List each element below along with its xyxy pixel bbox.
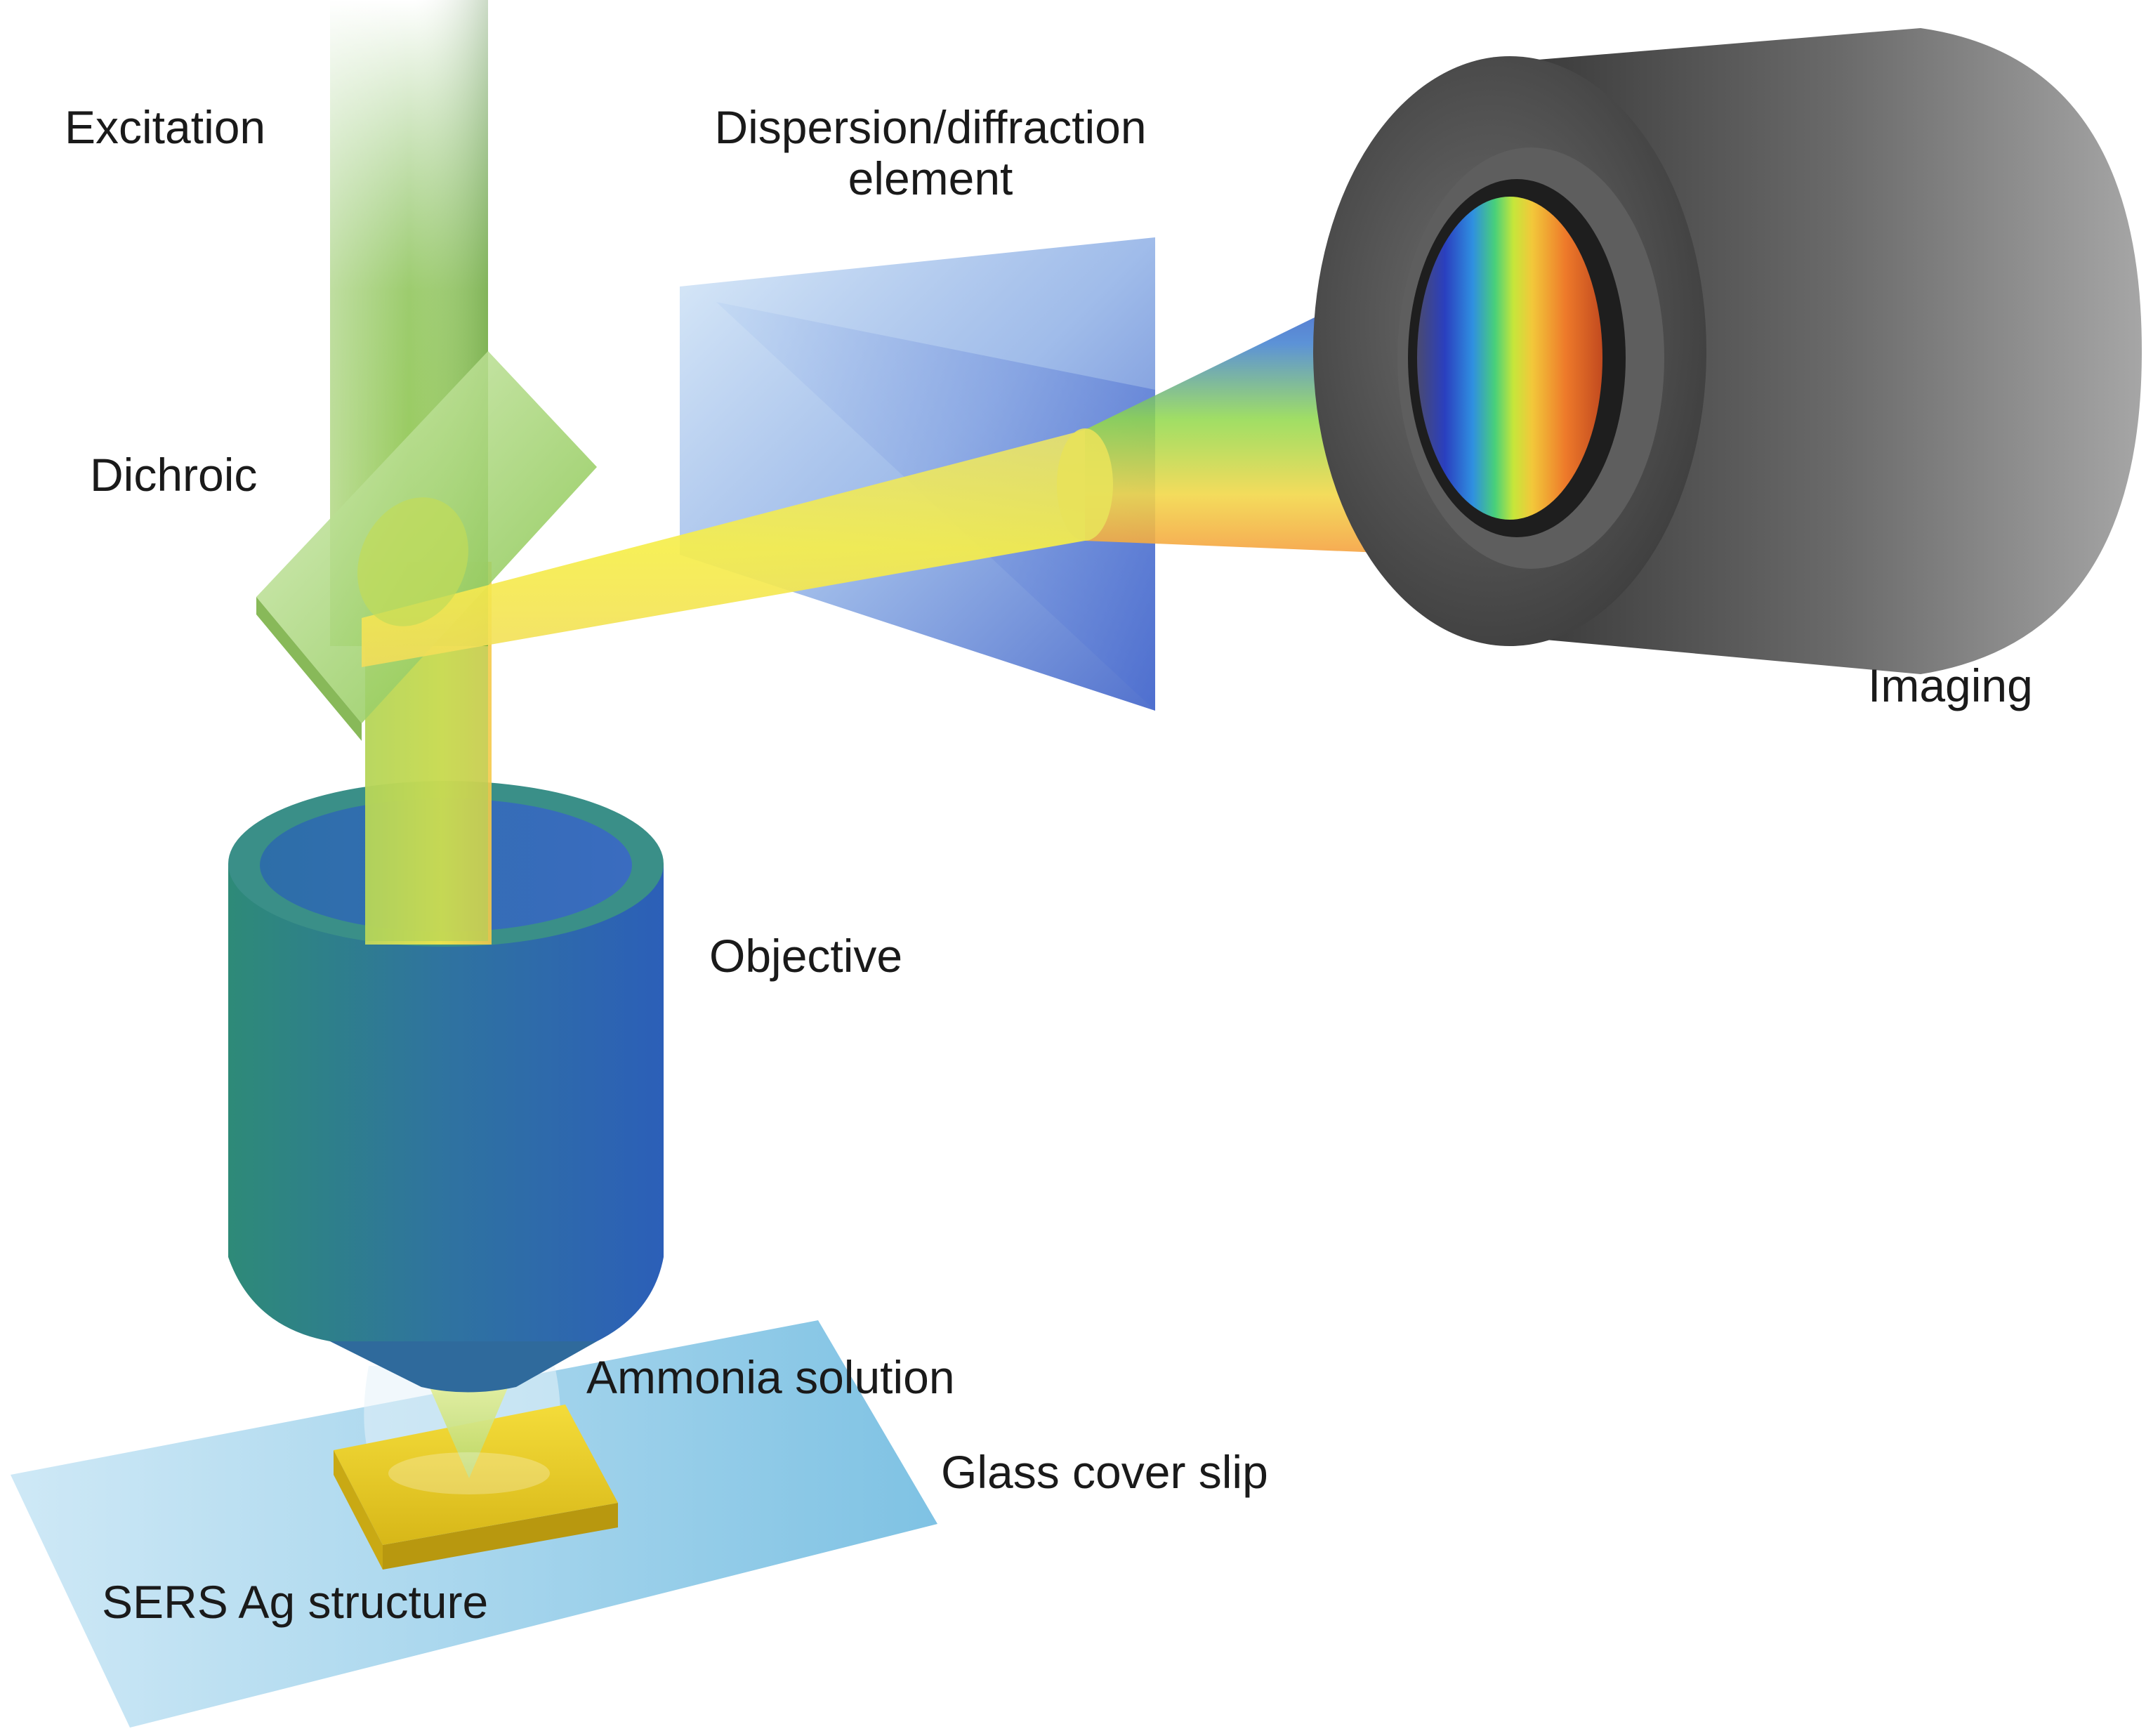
label-sers-ag-structure: SERS Ag structure [102, 1576, 489, 1628]
label-dispersion-line1: Dispersion/diffraction [714, 101, 1147, 153]
label-dispersion-element: Dispersion/diffraction element [714, 102, 1146, 204]
label-excitation: Excitation [65, 101, 266, 153]
label-dichroic: Dichroic [90, 449, 258, 501]
imaging-camera [1313, 28, 2142, 674]
label-imaging: Imaging [1868, 659, 2033, 711]
focus-cone [388, 1376, 550, 1494]
label-glass-cover-slip: Glass cover slip [941, 1446, 1268, 1498]
label-ammonia-solution: Ammonia solution [586, 1351, 955, 1403]
label-objective: Objective [709, 930, 903, 982]
sers-ag-structure [334, 1405, 618, 1570]
label-dispersion-line2: element [848, 152, 1013, 204]
return-beam-horizontal [357, 428, 1113, 667]
